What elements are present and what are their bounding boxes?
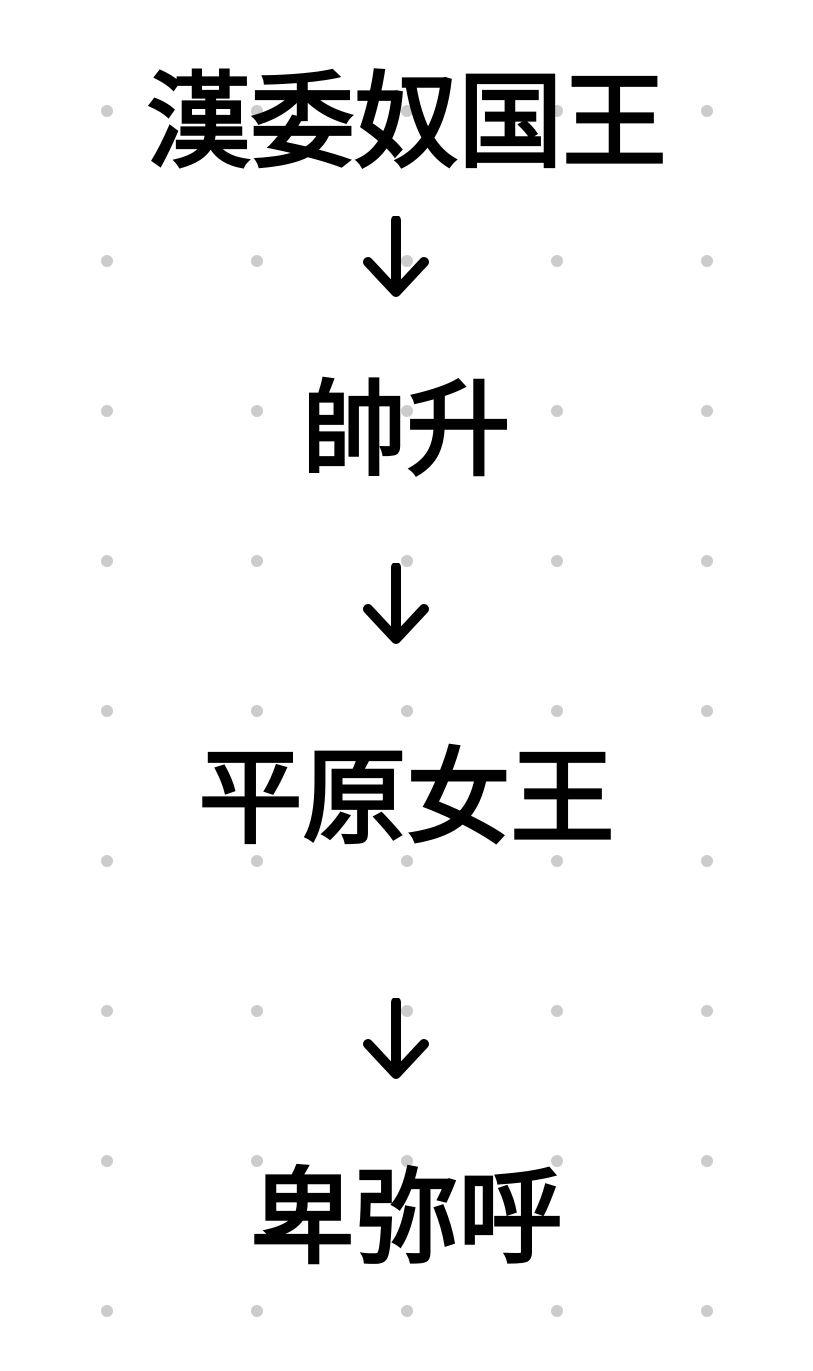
grid-dot	[551, 105, 563, 117]
grid-dot	[401, 405, 413, 417]
node-heigen-joo: 平原女王	[198, 737, 615, 859]
grid-dot	[401, 555, 413, 567]
grid-dot	[251, 255, 263, 267]
node-himiko: 卑弥呼	[250, 1157, 563, 1279]
grid-dot	[101, 1155, 113, 1167]
node-kan-no-wa-no-na-no-kokuo: 漢委奴国王	[146, 61, 667, 183]
grid-dot	[101, 1005, 113, 1017]
grid-dot	[551, 1005, 563, 1017]
grid-dot	[251, 555, 263, 567]
grid-dot	[101, 555, 113, 567]
grid-dot	[701, 1305, 713, 1317]
grid-dot	[701, 255, 713, 267]
node-suisho: 帥升	[302, 369, 511, 491]
grid-dot	[401, 255, 413, 267]
grid-dot	[251, 1305, 263, 1317]
grid-dot	[251, 1155, 263, 1167]
grid-dot	[101, 705, 113, 717]
grid-dot	[701, 105, 713, 117]
grid-dot	[401, 105, 413, 117]
grid-dot	[551, 705, 563, 717]
grid-dot	[401, 705, 413, 717]
down-arrow-icon	[363, 563, 429, 644]
grid-dot	[101, 405, 113, 417]
grid-dot	[701, 855, 713, 867]
grid-dot	[551, 855, 563, 867]
grid-dot	[551, 1155, 563, 1167]
grid-dot	[551, 555, 563, 567]
grid-dot	[701, 405, 713, 417]
grid-dot	[101, 105, 113, 117]
down-arrow-icon	[363, 216, 429, 297]
grid-dot	[251, 705, 263, 717]
grid-dot	[101, 1305, 113, 1317]
grid-dot	[701, 1005, 713, 1017]
grid-dot	[101, 855, 113, 867]
grid-dot	[401, 1305, 413, 1317]
grid-dot	[551, 255, 563, 267]
grid-dot	[251, 405, 263, 417]
grid-dot	[401, 1005, 413, 1017]
grid-dot	[701, 1155, 713, 1167]
grid-dot	[251, 1005, 263, 1017]
grid-dot	[251, 855, 263, 867]
grid-dot	[551, 405, 563, 417]
grid-dot	[551, 1305, 563, 1317]
grid-dot	[401, 1155, 413, 1167]
grid-dot	[401, 855, 413, 867]
down-arrow-icon	[363, 998, 429, 1079]
grid-dot	[701, 555, 713, 567]
grid-dot	[101, 255, 113, 267]
grid-dot	[251, 105, 263, 117]
grid-dot	[701, 705, 713, 717]
